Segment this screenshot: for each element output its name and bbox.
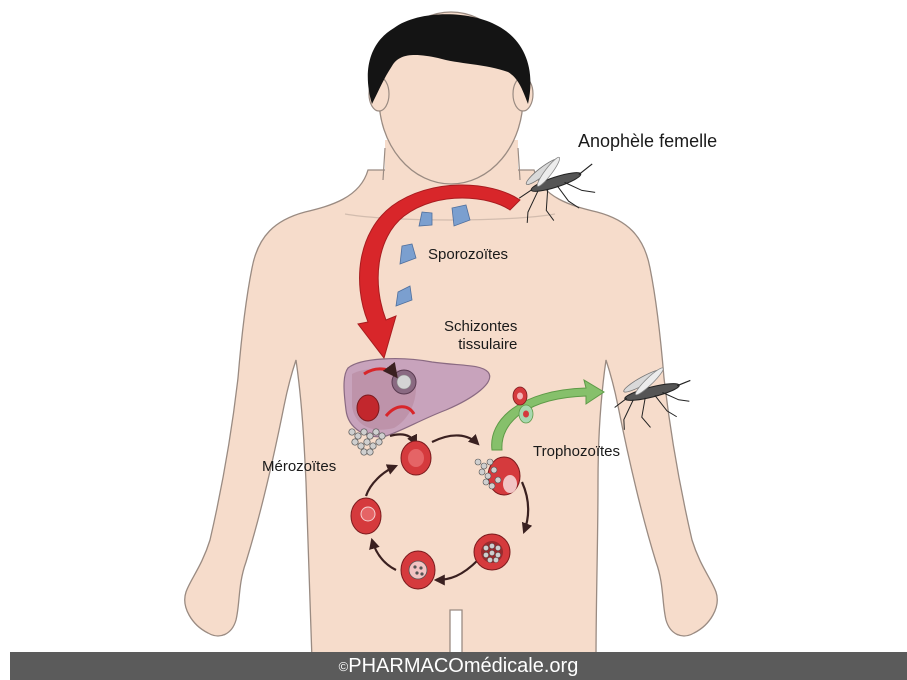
- label-schizontes-tissulaire: Schizontes tissulaire: [444, 318, 517, 354]
- label-schizontes-line2: tissulaire: [444, 336, 517, 354]
- red-blood-cell-icon: [474, 534, 510, 570]
- label-sporozoites: Sporozoïtes: [428, 246, 508, 264]
- red-blood-cell-icon: [401, 441, 431, 475]
- copyright-footer: ©PHARMACOmédicale.org: [10, 652, 907, 680]
- label-trophozoites: Trophozoïtes: [533, 443, 620, 461]
- body-silhouette: [185, 170, 717, 660]
- red-blood-cell-icon: [401, 551, 435, 589]
- label-merozoites: Mérozoïtes: [262, 458, 336, 476]
- label-schizontes-line1: Schizontes: [444, 318, 517, 336]
- label-anophele-femelle: Anophèle femelle: [578, 131, 717, 153]
- copyright-site: PHARMACOmédicale.org: [348, 655, 578, 678]
- red-blood-cell-icon: [351, 498, 381, 534]
- copyright-symbol: ©: [339, 659, 349, 674]
